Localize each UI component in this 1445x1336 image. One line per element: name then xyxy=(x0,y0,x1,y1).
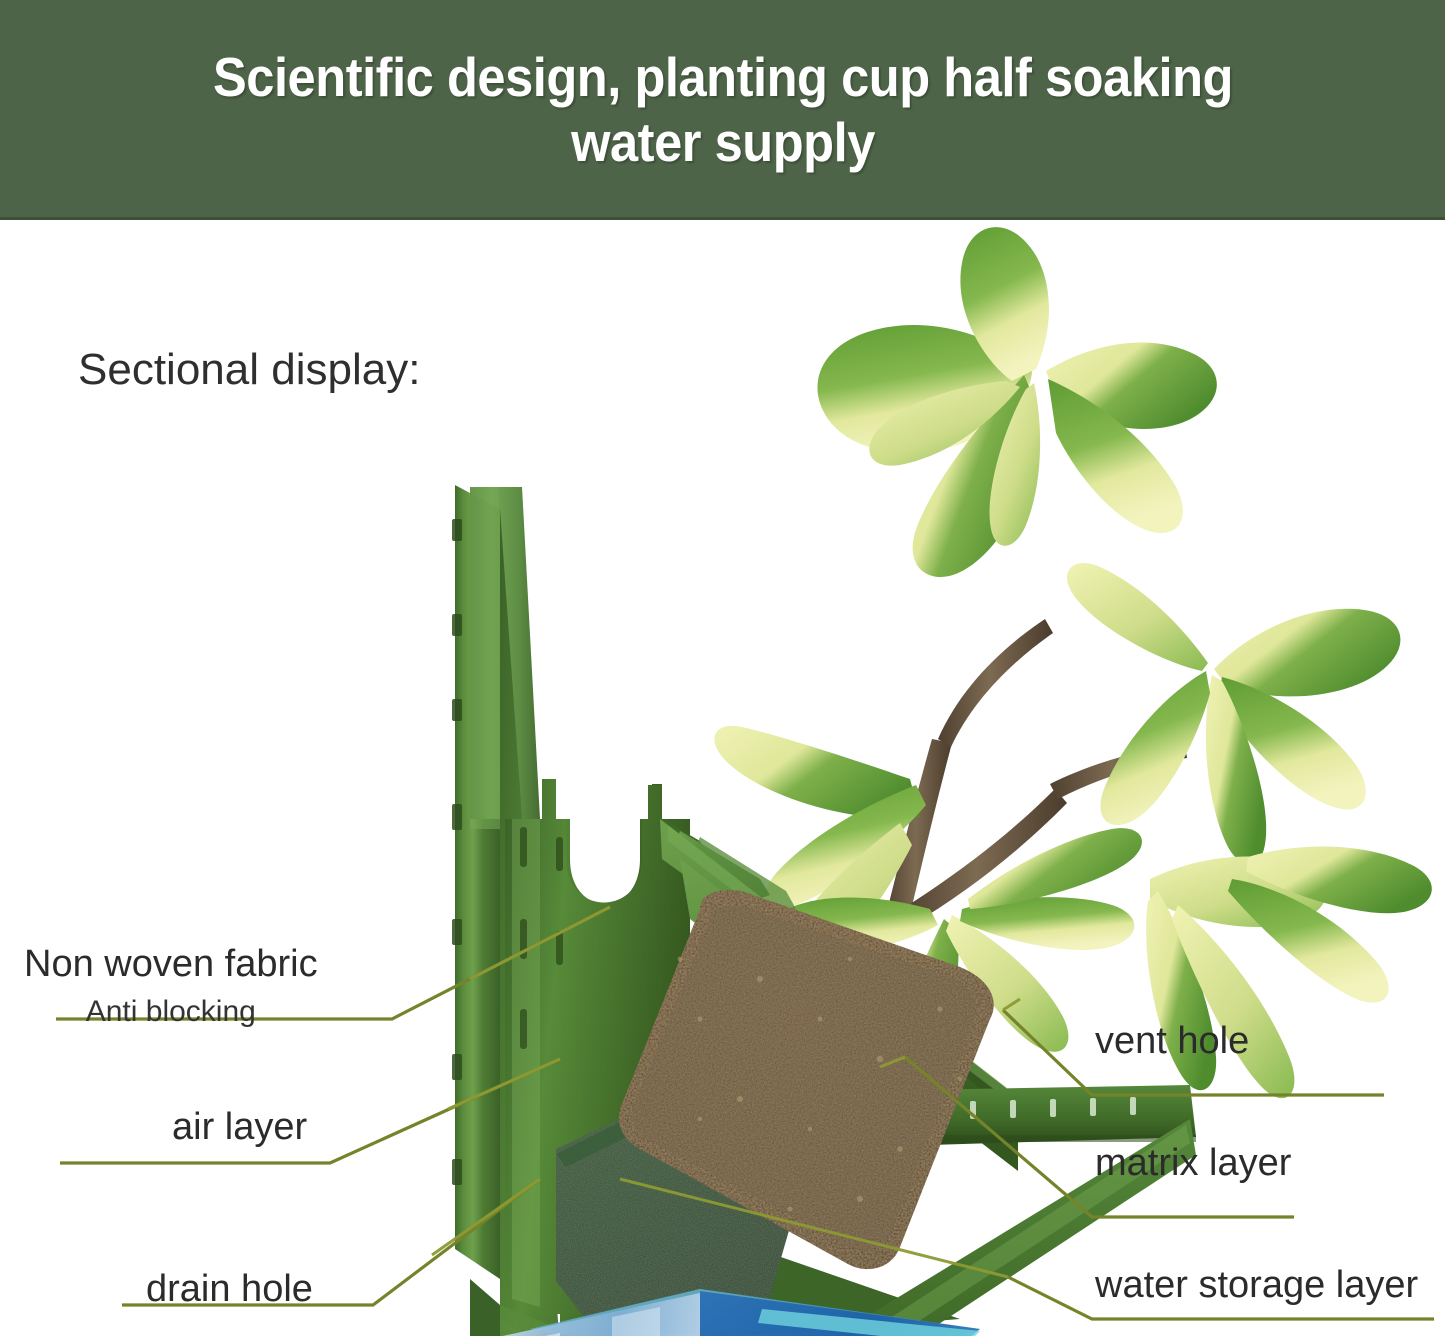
plant-branch-right xyxy=(902,789,1067,925)
leaf-cluster-far-right xyxy=(1146,846,1432,1099)
callout-vent-hole: vent hole xyxy=(1095,1020,1250,1062)
callout-water-storage-layer: water storage layer xyxy=(1095,1264,1419,1306)
callout-matrix-layer: matrix layer xyxy=(1095,1142,1292,1184)
callout-sublabel-anti-blocking: Anti blocking xyxy=(85,994,256,1028)
planter-lower-diagonal-rail xyxy=(834,1119,1196,1336)
back-panel-mounting-tabs xyxy=(452,519,462,1185)
callout-air-layer: air layer xyxy=(172,1106,308,1148)
header-banner: Scientific design, planting cup half soa… xyxy=(0,0,1445,219)
callout-leader-overlays xyxy=(431,905,1021,1279)
planter-brace-arm-highlight xyxy=(692,837,796,915)
leader-drain-hole xyxy=(122,1177,541,1307)
water-storage-layer xyxy=(502,1289,980,1336)
soil-speckles xyxy=(677,956,963,1212)
plant-branch-upper xyxy=(938,619,1053,747)
callout-non-woven-fabric: Non woven fabric Anti blocking xyxy=(24,943,318,1028)
leader-water-storage-layer xyxy=(1007,1275,1434,1321)
page-title: Scientific design, planting cup half soa… xyxy=(212,45,1233,173)
leader-overlay-drain xyxy=(431,1177,541,1257)
vent-rail-shadow xyxy=(862,1135,1196,1142)
callout-drain-hole: drain hole xyxy=(146,1268,313,1310)
header-divider xyxy=(0,217,1445,220)
plant-trunk xyxy=(885,739,952,923)
planter-lower-diagonal-highlight xyxy=(862,1125,1190,1336)
leader-overlay-water xyxy=(619,1177,1009,1279)
leaf-cluster-right xyxy=(1066,562,1401,865)
plant-illustration xyxy=(714,227,1432,1099)
leader-matrix-layer xyxy=(903,1055,1294,1219)
planter-base-left-edge xyxy=(470,1279,500,1336)
leader-overlay-vent xyxy=(1002,997,1021,1012)
leader-overlay-matrix xyxy=(879,1055,906,1069)
planter-cross-section-illustration xyxy=(0,219,1445,1336)
leaf-cluster-upper xyxy=(817,227,1217,578)
callout-leader-lines xyxy=(56,905,1434,1321)
leader-vent-hole xyxy=(1001,1008,1384,1097)
callout-label-non-woven-fabric: Non woven fabric xyxy=(24,943,318,985)
leader-overlay-fabric xyxy=(469,905,611,981)
callout-label-matrix-layer: matrix layer xyxy=(1095,1142,1292,1184)
leader-overlay-air xyxy=(447,1057,561,1111)
callout-label-air-layer: air layer xyxy=(172,1106,308,1148)
callout-label-water-storage-layer: water storage layer xyxy=(1095,1264,1419,1306)
sectional-display-caption: Sectional display: xyxy=(78,345,421,394)
callout-label-vent-hole: vent hole xyxy=(1095,1020,1250,1062)
inner-wall-highlight xyxy=(512,819,540,1307)
callout-label-drain-hole: drain hole xyxy=(146,1268,313,1310)
matrix-soil-block xyxy=(618,889,994,1270)
planter-body xyxy=(452,485,1196,1336)
